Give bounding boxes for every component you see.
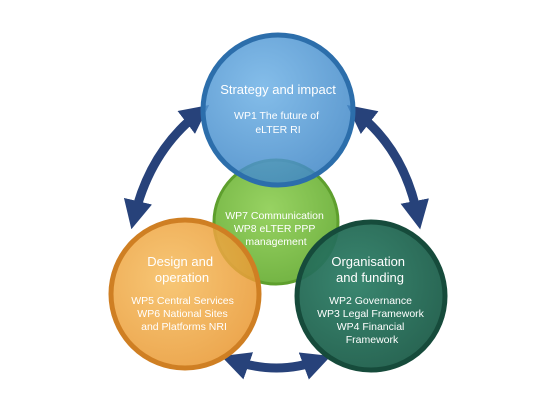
- right-body-line: Framework: [346, 334, 399, 346]
- arrow-left-right: [221, 352, 331, 380]
- top-body: WP1 The future of eLTER RI: [234, 110, 322, 136]
- right-body-line: WP2 Governance: [329, 295, 412, 307]
- arrow-top-left: [123, 105, 210, 230]
- right-title-line: and funding: [336, 270, 404, 285]
- left-body-line: WP6 National Sites: [137, 308, 227, 320]
- right-title-line: Organisation: [331, 254, 405, 269]
- top-title: Strategy and impact: [220, 82, 336, 97]
- left-title-line: Design and: [147, 254, 213, 269]
- left-circle: [108, 217, 262, 371]
- center-body-line: WP7 Communication: [225, 210, 324, 222]
- top-body-line: WP1 The future of: [234, 110, 319, 122]
- right-circle: [294, 219, 448, 373]
- right-body-line: WP3 Legal Framework: [317, 308, 425, 320]
- top-circle: [200, 32, 356, 188]
- right-body: WP2 Governance WP3 Legal Framework WP4 F…: [317, 295, 427, 346]
- left-body-line: WP5 Central Services: [131, 295, 234, 307]
- top-title-line: Strategy and impact: [220, 82, 336, 97]
- right-title: Organisation and funding: [331, 254, 408, 285]
- left-title: Design and operation: [147, 254, 216, 285]
- right-body-line: WP4 Financial: [337, 321, 405, 333]
- center-body-line: management: [245, 236, 306, 248]
- center-body-line: WP8 eLTER PPP: [234, 223, 315, 235]
- left-body-line: and Platforms NRI: [141, 321, 227, 333]
- left-title-line: operation: [155, 270, 209, 285]
- top-body-line: eLTER RI: [255, 124, 300, 136]
- center-body: WP7 Communication WP8 eLTER PPP manageme…: [225, 210, 327, 248]
- arrow-top-right: [346, 104, 429, 230]
- left-body: WP5 Central Services WP6 National Sites …: [131, 295, 237, 333]
